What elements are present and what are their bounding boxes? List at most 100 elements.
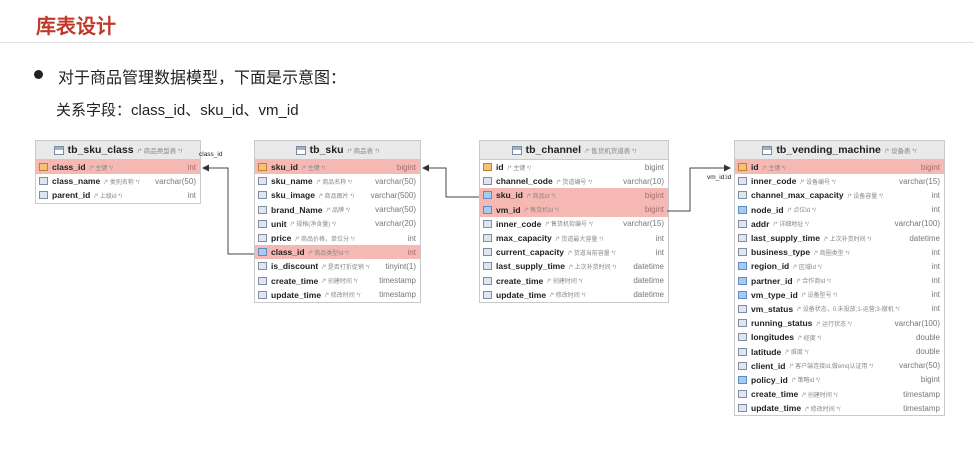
column-type: tinyint(1) (385, 261, 416, 271)
column-icon (39, 177, 48, 186)
table-comment: /* 设备表 */ (884, 148, 917, 155)
column-row[interactable]: vm_id/* 售货机Id */bigint (480, 202, 668, 217)
table-comment: /* 售货机货道表 */ (585, 148, 637, 155)
column-icon (738, 234, 747, 243)
column-name: class_id (271, 247, 305, 258)
column-row[interactable]: last_supply_time/* 上次补货时间 */datetime (480, 259, 668, 273)
column-name: node_id (751, 204, 784, 215)
column-row[interactable]: addr/* 详细地址 */varchar(100) (735, 217, 944, 231)
column-row[interactable]: vm_type_id/* 设备型号 */int (735, 288, 944, 302)
column-comment: /* 区域Id */ (793, 264, 822, 271)
column-row[interactable]: sku_name/* 商品名称 */varchar(50) (255, 174, 420, 188)
column-comment: /* 商品Id */ (526, 193, 556, 200)
column-icon (258, 177, 267, 186)
column-row[interactable]: running_status/* 运行状态 */varchar(100) (735, 316, 944, 330)
column-icon (738, 333, 747, 342)
column-row[interactable]: sku_image/* 商品图片 */varchar(500) (255, 188, 420, 202)
column-row[interactable]: channel_code/* 货道编号 */varchar(10) (480, 174, 668, 188)
table-tb-vending-machine[interactable]: tb_vending_machine/* 设备表 */id/* 主键 */big… (734, 140, 945, 417)
column-type: varchar(50) (155, 176, 196, 186)
column-row[interactable]: create_time/* 创建时间 */timestamp (735, 387, 944, 401)
column-icon (258, 290, 267, 299)
relation-label-vm-id: vm_id:id (707, 174, 732, 181)
relation-fields-text: 关系字段：class_id、sku_id、vm_id (56, 102, 299, 119)
column-row[interactable]: class_id/* 商品类型Id */ int (255, 245, 420, 260)
column-icon (738, 304, 747, 313)
column-row[interactable]: update_time/* 修改时间 */datetime (480, 288, 668, 302)
column-row[interactable]: class_name/* 类别名称 */varchar(50) (36, 174, 200, 188)
column-row[interactable]: update_time/* 修改时间 */timestamp (735, 401, 944, 415)
column-name: inner_code (751, 176, 797, 187)
column-type: varchar(100) (894, 318, 940, 328)
column-row[interactable]: brand_Name/* 品牌 */varchar(50) (255, 203, 420, 217)
column-row[interactable]: is_discount/* 是否打折促销 */tinyint(1) (255, 259, 420, 273)
column-row[interactable]: policy_id/* 策略id */bigint (735, 373, 944, 387)
table-tb-sku-class[interactable]: tb_sku_class/* 商品类型表 */class_id/* 主键 */i… (35, 140, 201, 204)
column-row[interactable]: sku_id/* 商品Id */bigint (480, 188, 668, 203)
title-divider (0, 42, 974, 43)
column-name: channel_max_capacity (751, 190, 844, 201)
column-row[interactable]: channel_max_capacity/* 设备容量 */ int (735, 188, 944, 202)
column-name: vm_type_id (751, 289, 798, 300)
column-type: timestamp (903, 389, 940, 399)
column-row[interactable]: current_capacity/* 货道当前容量 */int (480, 245, 668, 259)
table-header: tb_sku/* 商品表 */ (255, 141, 420, 160)
column-type: datetime (633, 290, 664, 300)
table-icon (295, 145, 306, 155)
column-icon (258, 205, 267, 214)
column-name: create_time (496, 275, 544, 286)
relation-line-vm-id (667, 164, 731, 212)
column-name: id (751, 162, 759, 173)
column-name: unit (271, 218, 287, 229)
column-icon (738, 404, 747, 413)
column-row[interactable]: id/* 主键 */bigint (480, 160, 668, 174)
column-row[interactable]: max_capacity/* 货道最大容量 */int (480, 231, 668, 245)
column-type: timestamp (379, 290, 416, 300)
column-row[interactable]: vm_status/* 设备状态，0:未投放;1-运营;3-撤机 */int (735, 302, 944, 316)
column-row[interactable]: business_type/* 商圈类型 */int (735, 245, 944, 259)
column-row[interactable]: id/* 主键 */bigint (735, 160, 944, 175)
column-row[interactable]: last_supply_time/* 上次补货时间 */datetime (735, 231, 944, 245)
column-row[interactable]: price/* 商品价格，单位分 */int (255, 231, 420, 245)
column-type: bigint (644, 190, 664, 200)
column-name: update_time (271, 289, 322, 300)
column-comment: /* 货道编号 */ (556, 179, 593, 186)
column-row[interactable]: sku_id/* 主键 */bigint (255, 160, 420, 175)
column-icon (258, 191, 267, 200)
column-row[interactable]: class_id/* 主键 */int (36, 160, 200, 175)
column-row[interactable]: inner_code/* 售货机软编号 */varchar(15) (480, 217, 668, 231)
column-name: max_capacity (496, 233, 552, 244)
column-type: int (931, 190, 940, 200)
column-row[interactable]: parent_id/* 上级id */int (36, 188, 200, 202)
relation-line-class-id (202, 164, 254, 255)
column-icon (483, 290, 492, 299)
column-row[interactable]: create_time/* 创建时间 */datetime (480, 274, 668, 288)
column-row[interactable]: partner_id/* 合作商Id */int (735, 274, 944, 288)
column-comment: /* 经度 */ (797, 335, 822, 342)
column-comment: /* 设备容量 */ (847, 193, 883, 200)
column-comment: /* 商品类型Id */ (308, 250, 349, 257)
column-icon (39, 191, 48, 200)
column-name: brand_Name (271, 204, 323, 215)
column-row[interactable]: latitude/* 维度 */double (735, 344, 944, 358)
column-row[interactable]: update_time/* 修改时间 */timestamp (255, 288, 420, 302)
table-comment: /* 商品表 */ (347, 148, 380, 155)
column-row[interactable]: unit/* 规格(净含量) */varchar(20) (255, 217, 420, 231)
column-row[interactable]: longitudes/* 经度 */double (735, 330, 944, 344)
column-row[interactable]: node_id/* 点位Id */int (735, 203, 944, 217)
column-type: int (407, 247, 416, 257)
column-row[interactable]: region_id/* 区域Id */int (735, 259, 944, 273)
column-row[interactable]: client_id/* 客户端连接Id,做emq认证用 */varchar(50… (735, 359, 944, 373)
relation-label-class-id: class_id (199, 151, 223, 158)
column-icon (483, 262, 492, 271)
column-row[interactable]: inner_code/* 设备编号 */varchar(15) (735, 174, 944, 188)
column-row[interactable]: create_time/* 创建时间 */timestamp (255, 274, 420, 288)
column-name: vm_status (751, 303, 794, 314)
table-header: tb_channel/* 售货机货道表 */ (480, 141, 668, 160)
column-name: update_time (496, 289, 547, 300)
column-comment: /* 创建时间 */ (322, 279, 358, 286)
column-icon (258, 276, 267, 285)
